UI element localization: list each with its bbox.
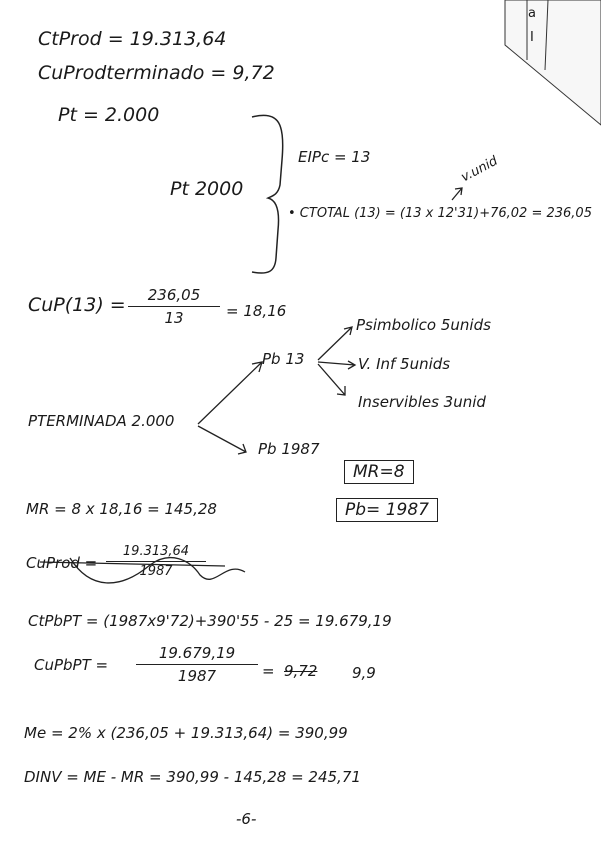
denominator: 1987 bbox=[139, 564, 173, 579]
folded-corner bbox=[504, 0, 601, 126]
cup13-label: CuP(13) = bbox=[28, 294, 126, 316]
scribble-crossout bbox=[69, 556, 246, 584]
ct-prod-line: CtProd = 19.313,64 bbox=[38, 28, 227, 50]
inservibles-label: Inservibles 3unid bbox=[358, 393, 486, 411]
arrow-to-psimbolico bbox=[317, 326, 353, 361]
page-number: -6- bbox=[236, 810, 257, 828]
pterminada-label: PTERMINADA 2.000 bbox=[28, 412, 175, 430]
dinv-line: DINV = ME - MR = 390,99 - 145,28 = 245,7… bbox=[24, 768, 361, 786]
mr-box: MR=8 bbox=[344, 460, 414, 484]
pb13-label: Pb 13 bbox=[262, 350, 305, 368]
cup13-result: = 18,16 bbox=[226, 302, 287, 320]
mr-line: MR = 8 x 18,16 = 145,28 bbox=[26, 500, 217, 518]
struck-value: 9,72 bbox=[284, 662, 318, 680]
cupbpt-label: CuPbPT = bbox=[34, 656, 109, 674]
denominator: 13 bbox=[164, 309, 184, 327]
crossed-fraction: 19.313,64 1987 bbox=[106, 544, 206, 579]
strike-line bbox=[39, 561, 226, 567]
arrow-to-pb1987 bbox=[197, 425, 247, 455]
pb-box: Pb= 1987 bbox=[336, 498, 438, 522]
numerator: 19.679,19 bbox=[136, 644, 258, 665]
pb1987-label: Pb 1987 bbox=[258, 440, 320, 458]
ctotal-line: • CTOTAL (13) = (13 x 12'31)+76,02 = 236… bbox=[288, 206, 592, 221]
corner-letter: I bbox=[530, 30, 534, 45]
pt-line: Pt = 2.000 bbox=[58, 104, 160, 126]
crossed-label: CuProd = bbox=[26, 554, 98, 572]
equals-sign: = bbox=[262, 662, 275, 680]
arrow-to-pb13 bbox=[197, 361, 263, 425]
arrow-to-vinf bbox=[317, 360, 357, 370]
cupbpt-fraction: 19.679,19 1987 bbox=[136, 644, 258, 685]
cup13-fraction: 236,05 13 bbox=[128, 286, 220, 327]
vinf-label: V. Inf 5unids bbox=[358, 355, 451, 373]
me-line: Me = 2% x (236,05 + 19.313,64) = 390,99 bbox=[24, 724, 348, 742]
numerator: 19.313,64 bbox=[106, 544, 206, 562]
brace bbox=[251, 114, 284, 274]
corner-letter: a bbox=[528, 6, 536, 21]
cupbpt-result: 9,9 bbox=[352, 664, 376, 682]
arrow-to-inservibles bbox=[317, 363, 346, 396]
denominator: 1987 bbox=[177, 667, 217, 685]
ei-pc-line: EIPc = 13 bbox=[298, 148, 371, 166]
psimbolico-label: Psimbolico 5unids bbox=[356, 316, 491, 334]
arrow-v-unid bbox=[451, 187, 463, 201]
pt-brace-label: Pt 2000 bbox=[170, 178, 244, 200]
ctpbpt-line: CtPbPT = (1987x9'72)+390'55 - 25 = 19.67… bbox=[28, 612, 392, 630]
cu-prod-terminado-line: CuProdterminado = 9,72 bbox=[38, 62, 275, 84]
corner-line bbox=[544, 0, 549, 71]
numerator: 236,05 bbox=[128, 286, 220, 307]
